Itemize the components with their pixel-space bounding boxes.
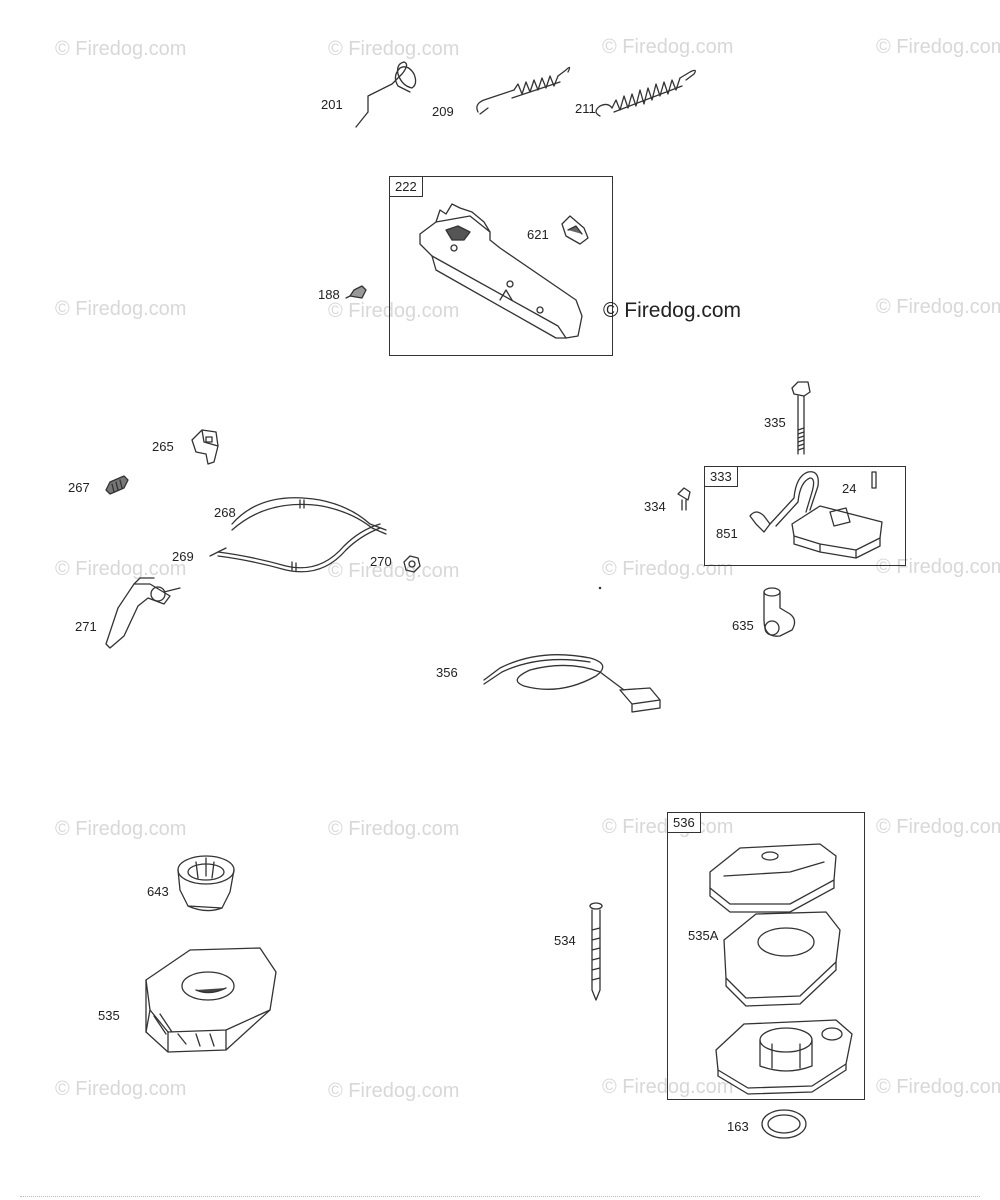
- lever-271-illustration: [105, 577, 181, 649]
- screw-267-illustration: [105, 475, 129, 495]
- part-label-535A[interactable]: 535A: [688, 928, 719, 943]
- part-label-536[interactable]: 536: [668, 813, 701, 833]
- part-label-271[interactable]: 271: [75, 619, 97, 634]
- part-label-534[interactable]: 534: [554, 933, 576, 948]
- ignition-module-333-illustration: [769, 471, 883, 559]
- part-label-621[interactable]: 621: [527, 227, 549, 242]
- part-label-267[interactable]: 267: [68, 480, 90, 495]
- watermark: © Firedog.com: [55, 1078, 187, 1100]
- part-label-163[interactable]: 163: [727, 1119, 749, 1134]
- watermark: © Firedog.com: [328, 560, 460, 582]
- watermark: © Firedog.com: [876, 1076, 1000, 1098]
- air-cleaner-cover-536-illustration: [709, 843, 837, 913]
- watermark: © Firedog.com: [55, 298, 187, 320]
- part-label-265[interactable]: 265: [152, 439, 174, 454]
- watermark: © Firedog.com: [55, 558, 187, 580]
- part-label-222[interactable]: 222: [390, 177, 423, 197]
- watermark: © Firedog.com: [328, 818, 460, 840]
- part-label-635[interactable]: 635: [732, 618, 754, 633]
- bracket-222-illustration: [419, 203, 583, 339]
- spring-209-illustration: [476, 66, 571, 115]
- part-label-333[interactable]: 333: [705, 467, 738, 487]
- watermark: © Firedog.com: [602, 36, 734, 58]
- clip-851-illustration: [749, 511, 771, 533]
- nut-270-illustration: [403, 555, 421, 573]
- watermark: © Firedog.com: [55, 818, 187, 840]
- long-screw-534-illustration: [589, 902, 603, 1001]
- pin-24-illustration: [871, 471, 877, 489]
- part-label-188[interactable]: 188: [318, 287, 340, 302]
- group-box-333: 333: [704, 466, 906, 566]
- block-265-illustration: [191, 429, 219, 465]
- watermark: © Firedog.com: [328, 1080, 460, 1102]
- spring-211-illustration: [595, 69, 696, 117]
- part-label-356[interactable]: 356: [436, 665, 458, 680]
- air-filter-535-illustration: [145, 947, 277, 1053]
- watermark: © Firedog.com: [876, 296, 1000, 318]
- pre-cleaner-535a-illustration: [723, 911, 841, 1007]
- watermark: © Firedog.com: [876, 36, 1000, 58]
- part-label-334[interactable]: 334: [644, 499, 666, 514]
- watermark: © Firedog.com: [602, 558, 734, 580]
- group-box-536: 536: [667, 812, 865, 1100]
- part-label-335[interactable]: 335: [764, 415, 786, 430]
- watermark: © Firedog.com: [328, 300, 460, 322]
- group-box-222: 222: [389, 176, 613, 356]
- part-label-268[interactable]: 268: [214, 505, 236, 520]
- watermark: © Firedog.com: [328, 38, 460, 60]
- footer-divider: [20, 1196, 980, 1197]
- air-cleaner-base-illustration: [715, 1019, 853, 1095]
- screw-334-illustration: [677, 487, 691, 511]
- bolt-335-illustration: [791, 381, 811, 455]
- part-label-209[interactable]: 209: [432, 104, 454, 119]
- part-label-851[interactable]: 851: [716, 526, 738, 541]
- spring-clip-201-illustration: [355, 61, 417, 128]
- wire-harness-356-illustration: [483, 654, 661, 713]
- clip-621-illustration: [561, 215, 589, 245]
- watermark: © Firedog.com: [876, 556, 1000, 578]
- center-watermark: © Firedog.com: [603, 299, 742, 322]
- part-label-270[interactable]: 270: [370, 554, 392, 569]
- part-label-269[interactable]: 269: [172, 549, 194, 564]
- part-label-211[interactable]: 211: [575, 101, 596, 116]
- spark-plug-boot-635-illustration: [763, 587, 796, 637]
- part-label-643[interactable]: 643: [147, 884, 169, 899]
- watermark: © Firedog.com: [876, 816, 1000, 838]
- part-label-201[interactable]: 201: [321, 97, 343, 112]
- cable-268-illustration: [209, 497, 387, 573]
- screw-188-illustration: [345, 285, 367, 299]
- gasket-163-illustration: [761, 1109, 807, 1139]
- adapter-643-illustration: [177, 855, 235, 912]
- watermark: © Firedog.com: [55, 38, 187, 60]
- part-label-24[interactable]: 24: [842, 481, 857, 496]
- part-label-535[interactable]: 535: [98, 1008, 120, 1023]
